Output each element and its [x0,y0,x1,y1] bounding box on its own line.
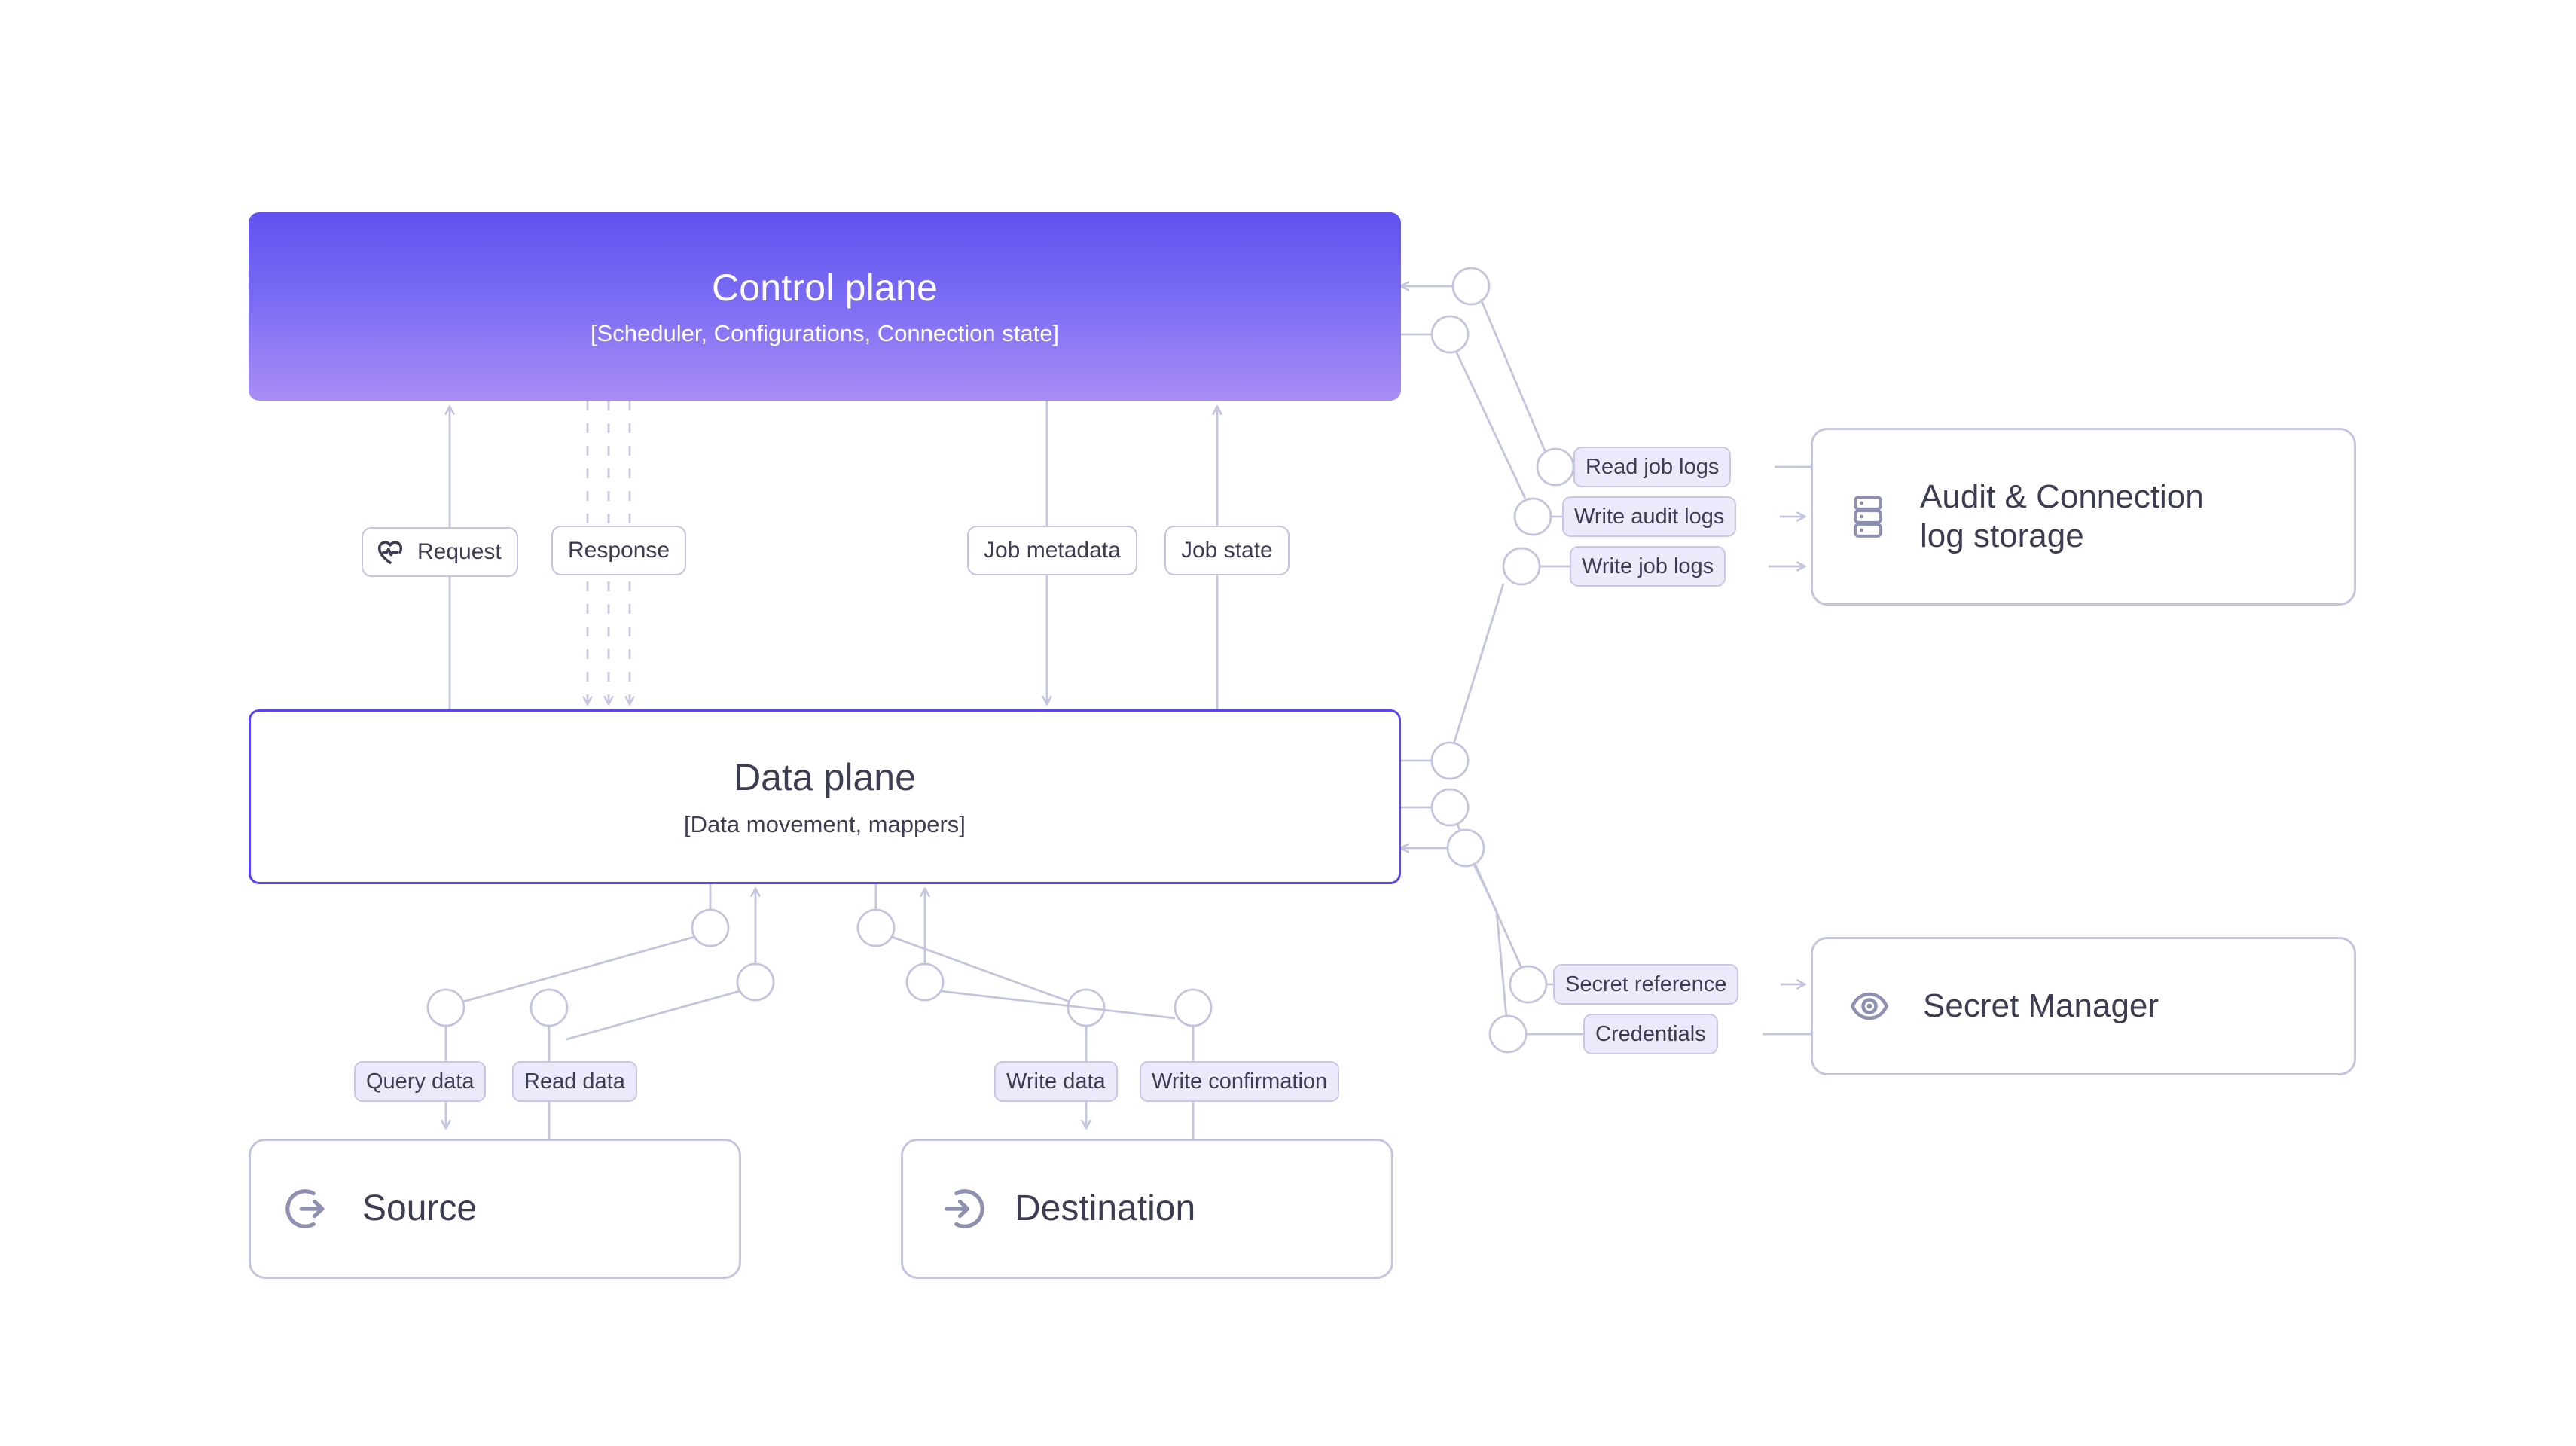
data-plane-subtitle: [Data movement, mappers] [684,810,966,837]
control-plane-node[interactable]: Control plane [Scheduler, Configurations… [249,212,1401,401]
audit-storage-label-line2: log storage [1920,517,2084,554]
source-label: Source [362,1188,478,1228]
audit-storage-label-line1: Audit & Connection [1920,478,2204,516]
tag-secret-reference-label: Secret reference [1565,972,1727,996]
secret-manager-node[interactable]: Secret Manager [1811,937,2356,1075]
data-plane-node[interactable]: Data plane [Data movement, mappers] [249,709,1401,884]
eye-icon [1850,992,1889,1020]
tag-write-job-logs-label: Write job logs [1582,554,1714,578]
tag-write-audit-logs[interactable]: Write audit logs [1562,496,1737,537]
heartbeat-icon [377,541,403,564]
source-node[interactable]: Source [249,1139,741,1279]
tag-secret-reference[interactable]: Secret reference [1553,964,1739,1005]
tag-write-data[interactable]: Write data [994,1061,1118,1102]
tag-credentials[interactable]: Credentials [1583,1014,1718,1054]
tag-credentials-label: Credentials [1595,1021,1706,1046]
tag-write-confirmation[interactable]: Write confirmation [1140,1061,1340,1102]
tag-write-audit-logs-label: Write audit logs [1574,504,1725,529]
tag-query-data-label: Query data [366,1069,475,1094]
destination-label: Destination [1015,1188,1196,1228]
secret-manager-label: Secret Manager [1923,987,2159,1025]
control-plane-subtitle: [Scheduler, Configurations, Connection s… [590,319,1060,346]
tag-query-data[interactable]: Query data [354,1061,487,1102]
chip-job-state[interactable]: Job state [1164,526,1290,575]
data-plane-title: Data plane [734,755,916,798]
tag-write-confirmation-label: Write confirmation [1152,1069,1328,1094]
chip-response[interactable]: Response [551,526,687,575]
chip-job-state-label: Job state [1181,538,1273,563]
tag-read-job-logs-label: Read job logs [1586,454,1720,479]
audit-storage-label: Audit & Connection log storage [1920,477,2204,556]
control-plane-title: Control plane [711,266,938,309]
audit-log-storage-node[interactable]: Audit & Connection log storage [1811,428,2356,606]
destination-node[interactable]: Destination [901,1139,1393,1279]
tag-write-job-logs[interactable]: Write job logs [1570,546,1726,587]
arrow-in-circle-icon [945,1189,984,1228]
chip-job-metadata-label: Job metadata [984,538,1121,563]
tag-read-data-label: Read data [524,1069,625,1094]
tag-write-data-label: Write data [1006,1069,1106,1094]
tag-read-data[interactable]: Read data [512,1061,637,1102]
database-stack-icon [1854,496,1882,538]
chip-job-metadata[interactable]: Job metadata [967,526,1137,575]
chip-request[interactable]: Request [362,527,518,577]
chip-response-label: Response [568,538,670,563]
tag-read-job-logs[interactable]: Read job logs [1573,447,1732,487]
arrow-out-circle-icon [285,1189,325,1228]
chip-request-label: Request [417,539,502,564]
